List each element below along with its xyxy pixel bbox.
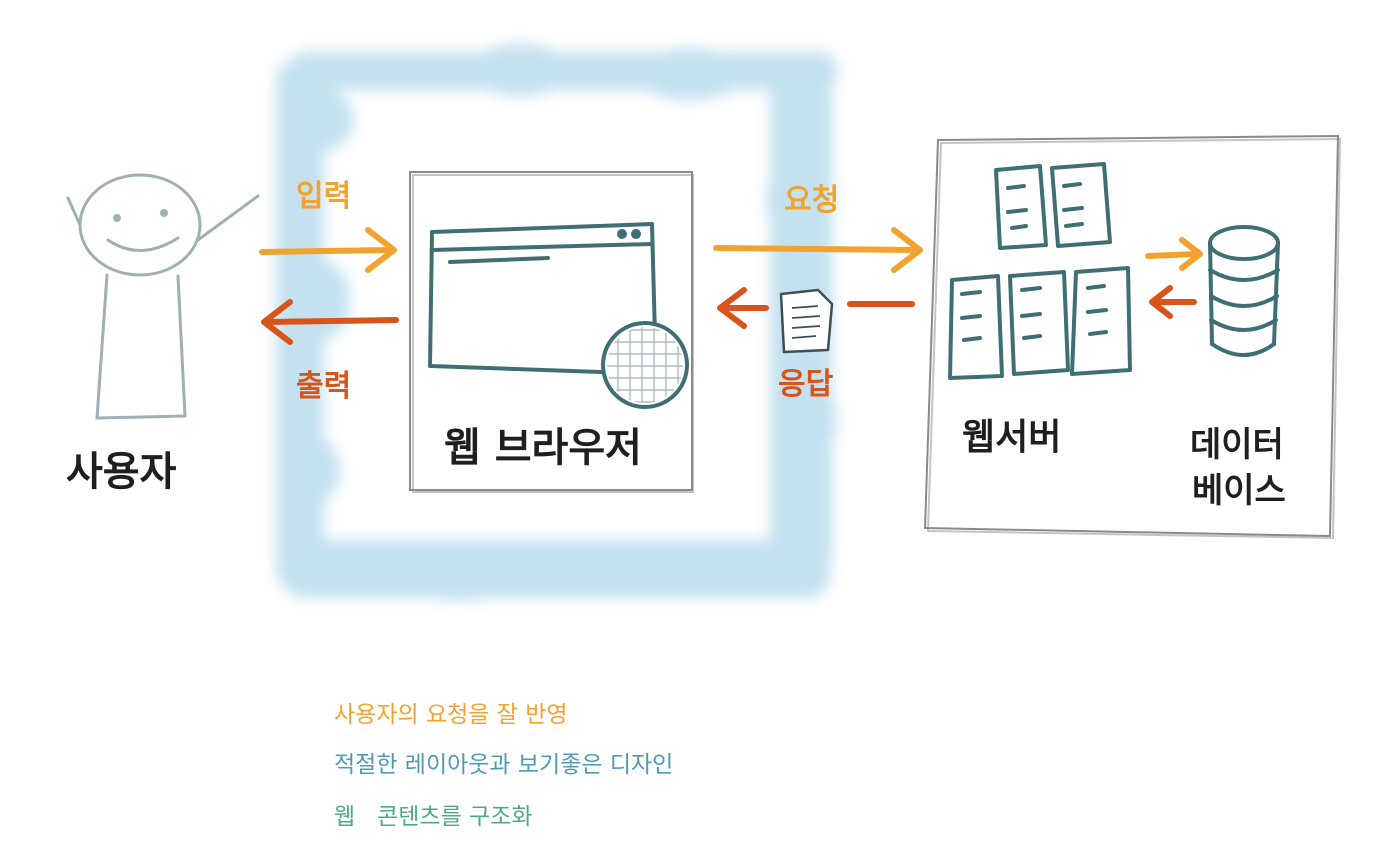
user-label: 사용자: [66, 449, 177, 495]
input-label: 입력: [296, 179, 352, 214]
db-result-arrow: [1149, 285, 1197, 319]
request-arrow: [713, 227, 923, 273]
output-arrow: [261, 299, 399, 345]
response-label: 응답: [778, 367, 834, 402]
note-content-structure: 웹 콘텐츠를 구조화: [334, 804, 533, 830]
browser-label: 웹 브라우저: [444, 425, 642, 471]
globe-icon: [601, 321, 689, 409]
db-query-arrow: [1145, 237, 1203, 271]
browser-box: [409, 171, 694, 493]
response-arrow: [717, 287, 915, 329]
database-icon: [1208, 225, 1280, 357]
server-box: [923, 134, 1342, 540]
database-label-line1: 데이터: [1190, 425, 1284, 465]
server-label: 웹서버: [962, 417, 1062, 458]
output-label: 출력: [296, 369, 352, 404]
input-arrow: [259, 227, 397, 273]
note-user-request: 사용자의 요청을 잘 반영: [334, 702, 568, 728]
user-figure: [66, 173, 260, 420]
database-label-line2: 베이스: [1192, 471, 1286, 511]
note-layout-design: 적절한 레이아웃과 보기좋은 디자인: [334, 752, 674, 778]
server-rack-icons: [948, 162, 1132, 380]
document-icon: [779, 288, 834, 354]
request-label: 요청: [784, 183, 840, 218]
